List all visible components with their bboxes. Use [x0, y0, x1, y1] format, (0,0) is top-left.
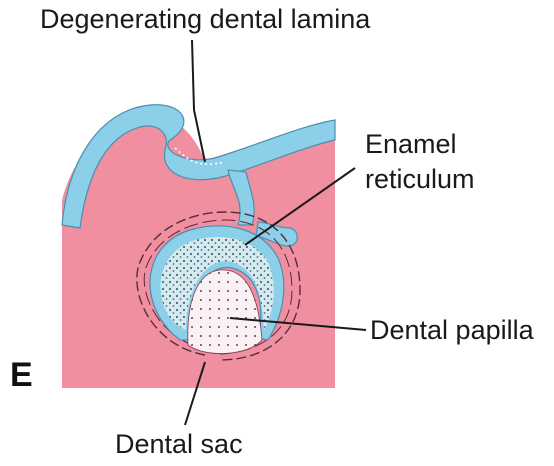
label-dental-papilla: Dental papilla [370, 315, 535, 345]
label-enamel: Enamel [365, 129, 457, 159]
label-reticulum: reticulum [365, 164, 475, 194]
label-degenerating-dental-lamina: Degenerating dental lamina [40, 4, 371, 34]
label-dental-sac: Dental sac [115, 429, 243, 459]
panel-letter: E [10, 356, 33, 394]
